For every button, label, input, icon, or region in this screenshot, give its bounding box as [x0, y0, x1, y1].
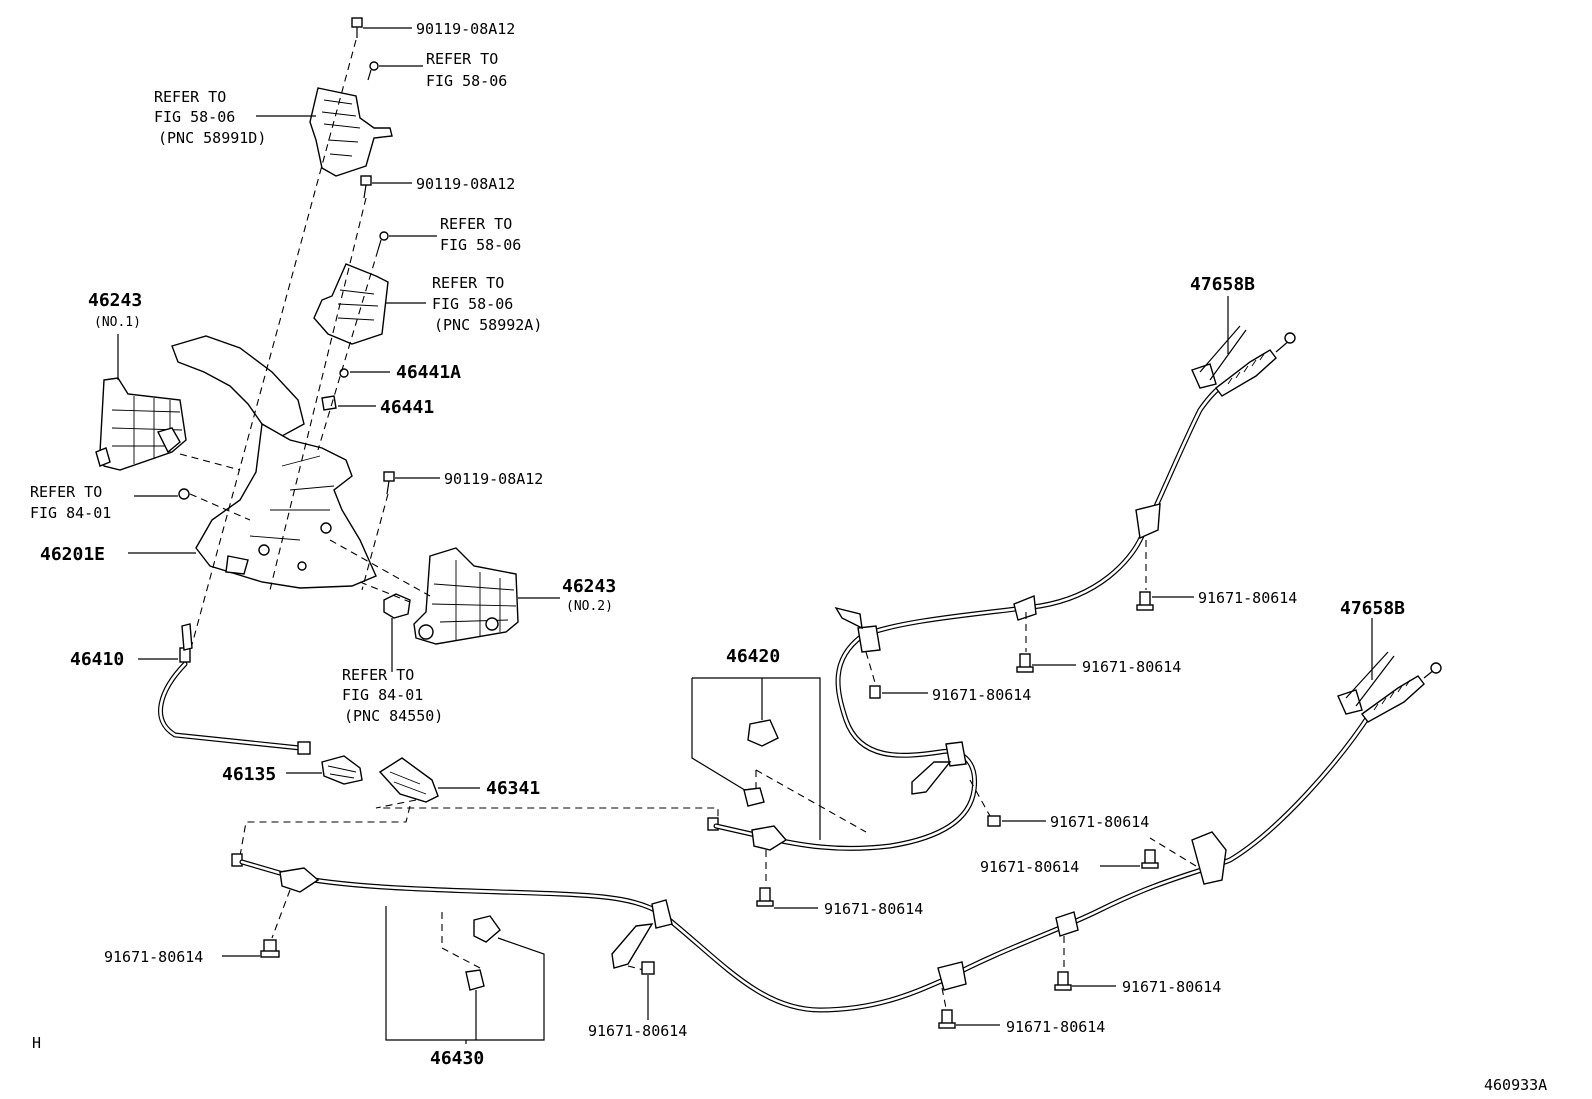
bolt-b4	[969, 779, 1046, 827]
bolt-b3	[865, 651, 928, 699]
label-lever: 46201E	[40, 544, 105, 565]
label-clip-upper: 47658B	[1190, 274, 1255, 295]
label-bolt-b10: 91671-80614	[104, 948, 203, 966]
label-refer-c-1: REFER TO	[440, 215, 512, 233]
label-refer-c-2: FIG 58-06	[440, 236, 521, 254]
label-46441A: 46441A	[396, 362, 461, 383]
screw-84-01	[134, 488, 190, 500]
label-refer-d-2: FIG 58-06	[432, 295, 513, 313]
label-bolt-b1: 91671-80614	[1198, 589, 1297, 607]
clip-84550	[383, 593, 411, 672]
label-cover-no2-sub: (NO.2)	[566, 599, 613, 614]
rear-cable-46420	[707, 375, 1243, 851]
label-yoke: 46341	[486, 778, 540, 799]
label-clip-lower: 47658B	[1340, 598, 1405, 619]
lower-bolt-90119	[383, 471, 440, 495]
small-screw-top	[367, 61, 423, 81]
cover-46243-no2	[413, 547, 560, 645]
clip-47658B-upper	[1191, 296, 1296, 397]
label-bolt-b3: 91671-80614	[932, 686, 1031, 704]
cover-46243-no1	[95, 334, 187, 471]
label-bolt-b5: 91671-80614	[980, 858, 1079, 876]
label-refer-e-2: FIG 84-01	[30, 504, 111, 522]
bolt-b1	[1136, 540, 1194, 611]
clip-47658B-lower	[1337, 618, 1442, 723]
small-screw-mid	[377, 231, 437, 251]
label-46441: 46441	[380, 397, 434, 418]
front-cable-46410	[138, 623, 311, 755]
parking-brake-lever-46201E	[128, 335, 377, 589]
label-refer-a-2: FIG 58-06	[426, 72, 507, 90]
label-refer-d-1: REFER TO	[432, 274, 504, 292]
label-refer-a-1: REFER TO	[426, 50, 498, 68]
label-bolt-b7: 91671-80614	[1122, 978, 1221, 996]
bolt-b5	[1100, 837, 1197, 869]
bolt-b2	[1016, 612, 1076, 673]
bolt-b6	[756, 850, 818, 909]
yoke-46341	[378, 757, 480, 803]
label-bolt-b2: 91671-80614	[1082, 658, 1181, 676]
bracket-46420	[691, 677, 867, 840]
top-bolt-90119	[351, 17, 412, 38]
label-refer-b-2: FIG 58-06	[154, 108, 235, 126]
bolt-b7	[1054, 936, 1116, 991]
equalizer-46135	[286, 755, 363, 785]
label-cover-no1: 46243	[88, 290, 142, 311]
label-bolt-b8: 91671-80614	[1006, 1018, 1105, 1036]
label-cable-front: 46410	[70, 649, 124, 670]
label-refer-f-2: FIG 84-01	[342, 686, 423, 704]
bolt-b9	[627, 961, 655, 1020]
rear-cable-46430	[231, 711, 1373, 1013]
bracket-46430	[385, 906, 545, 1044]
upper-bracket-58991D	[256, 87, 393, 177]
label-refer-b-3: (PNC 58991D)	[158, 129, 266, 147]
label-bolt-mid: 90119-08A12	[416, 175, 515, 193]
label-cover-no1-sub: (NO.1)	[94, 315, 141, 330]
bolt-b10	[222, 889, 291, 958]
label-cover-no2: 46243	[562, 576, 616, 597]
mid-bolt-90119	[360, 175, 412, 199]
label-corner-h: H	[32, 1034, 41, 1052]
label-bolt-top: 90119-08A12	[416, 20, 515, 38]
label-refer-d-3: (PNC 58992A)	[434, 316, 542, 334]
label-refer-f-1: REFER TO	[342, 666, 414, 684]
label-figure-id: 460933A	[1484, 1076, 1547, 1094]
bolt-b8	[938, 987, 1000, 1029]
label-bolt-b6: 91671-80614	[824, 900, 923, 918]
label-refer-e-1: REFER TO	[30, 483, 102, 501]
label-equalizer: 46135	[222, 764, 276, 785]
label-bolt-b9: 91671-80614	[588, 1022, 687, 1040]
label-refer-b-1: REFER TO	[154, 88, 226, 106]
label-bolt-b4: 91671-80614	[1050, 813, 1149, 831]
label-cable-rh: 46420	[726, 646, 780, 667]
label-cable-lh: 46430	[430, 1048, 484, 1069]
label-bolt-lower: 90119-08A12	[444, 470, 543, 488]
lower-bracket-58992A	[313, 263, 426, 345]
label-refer-f-3: (PNC 84550)	[344, 707, 443, 725]
